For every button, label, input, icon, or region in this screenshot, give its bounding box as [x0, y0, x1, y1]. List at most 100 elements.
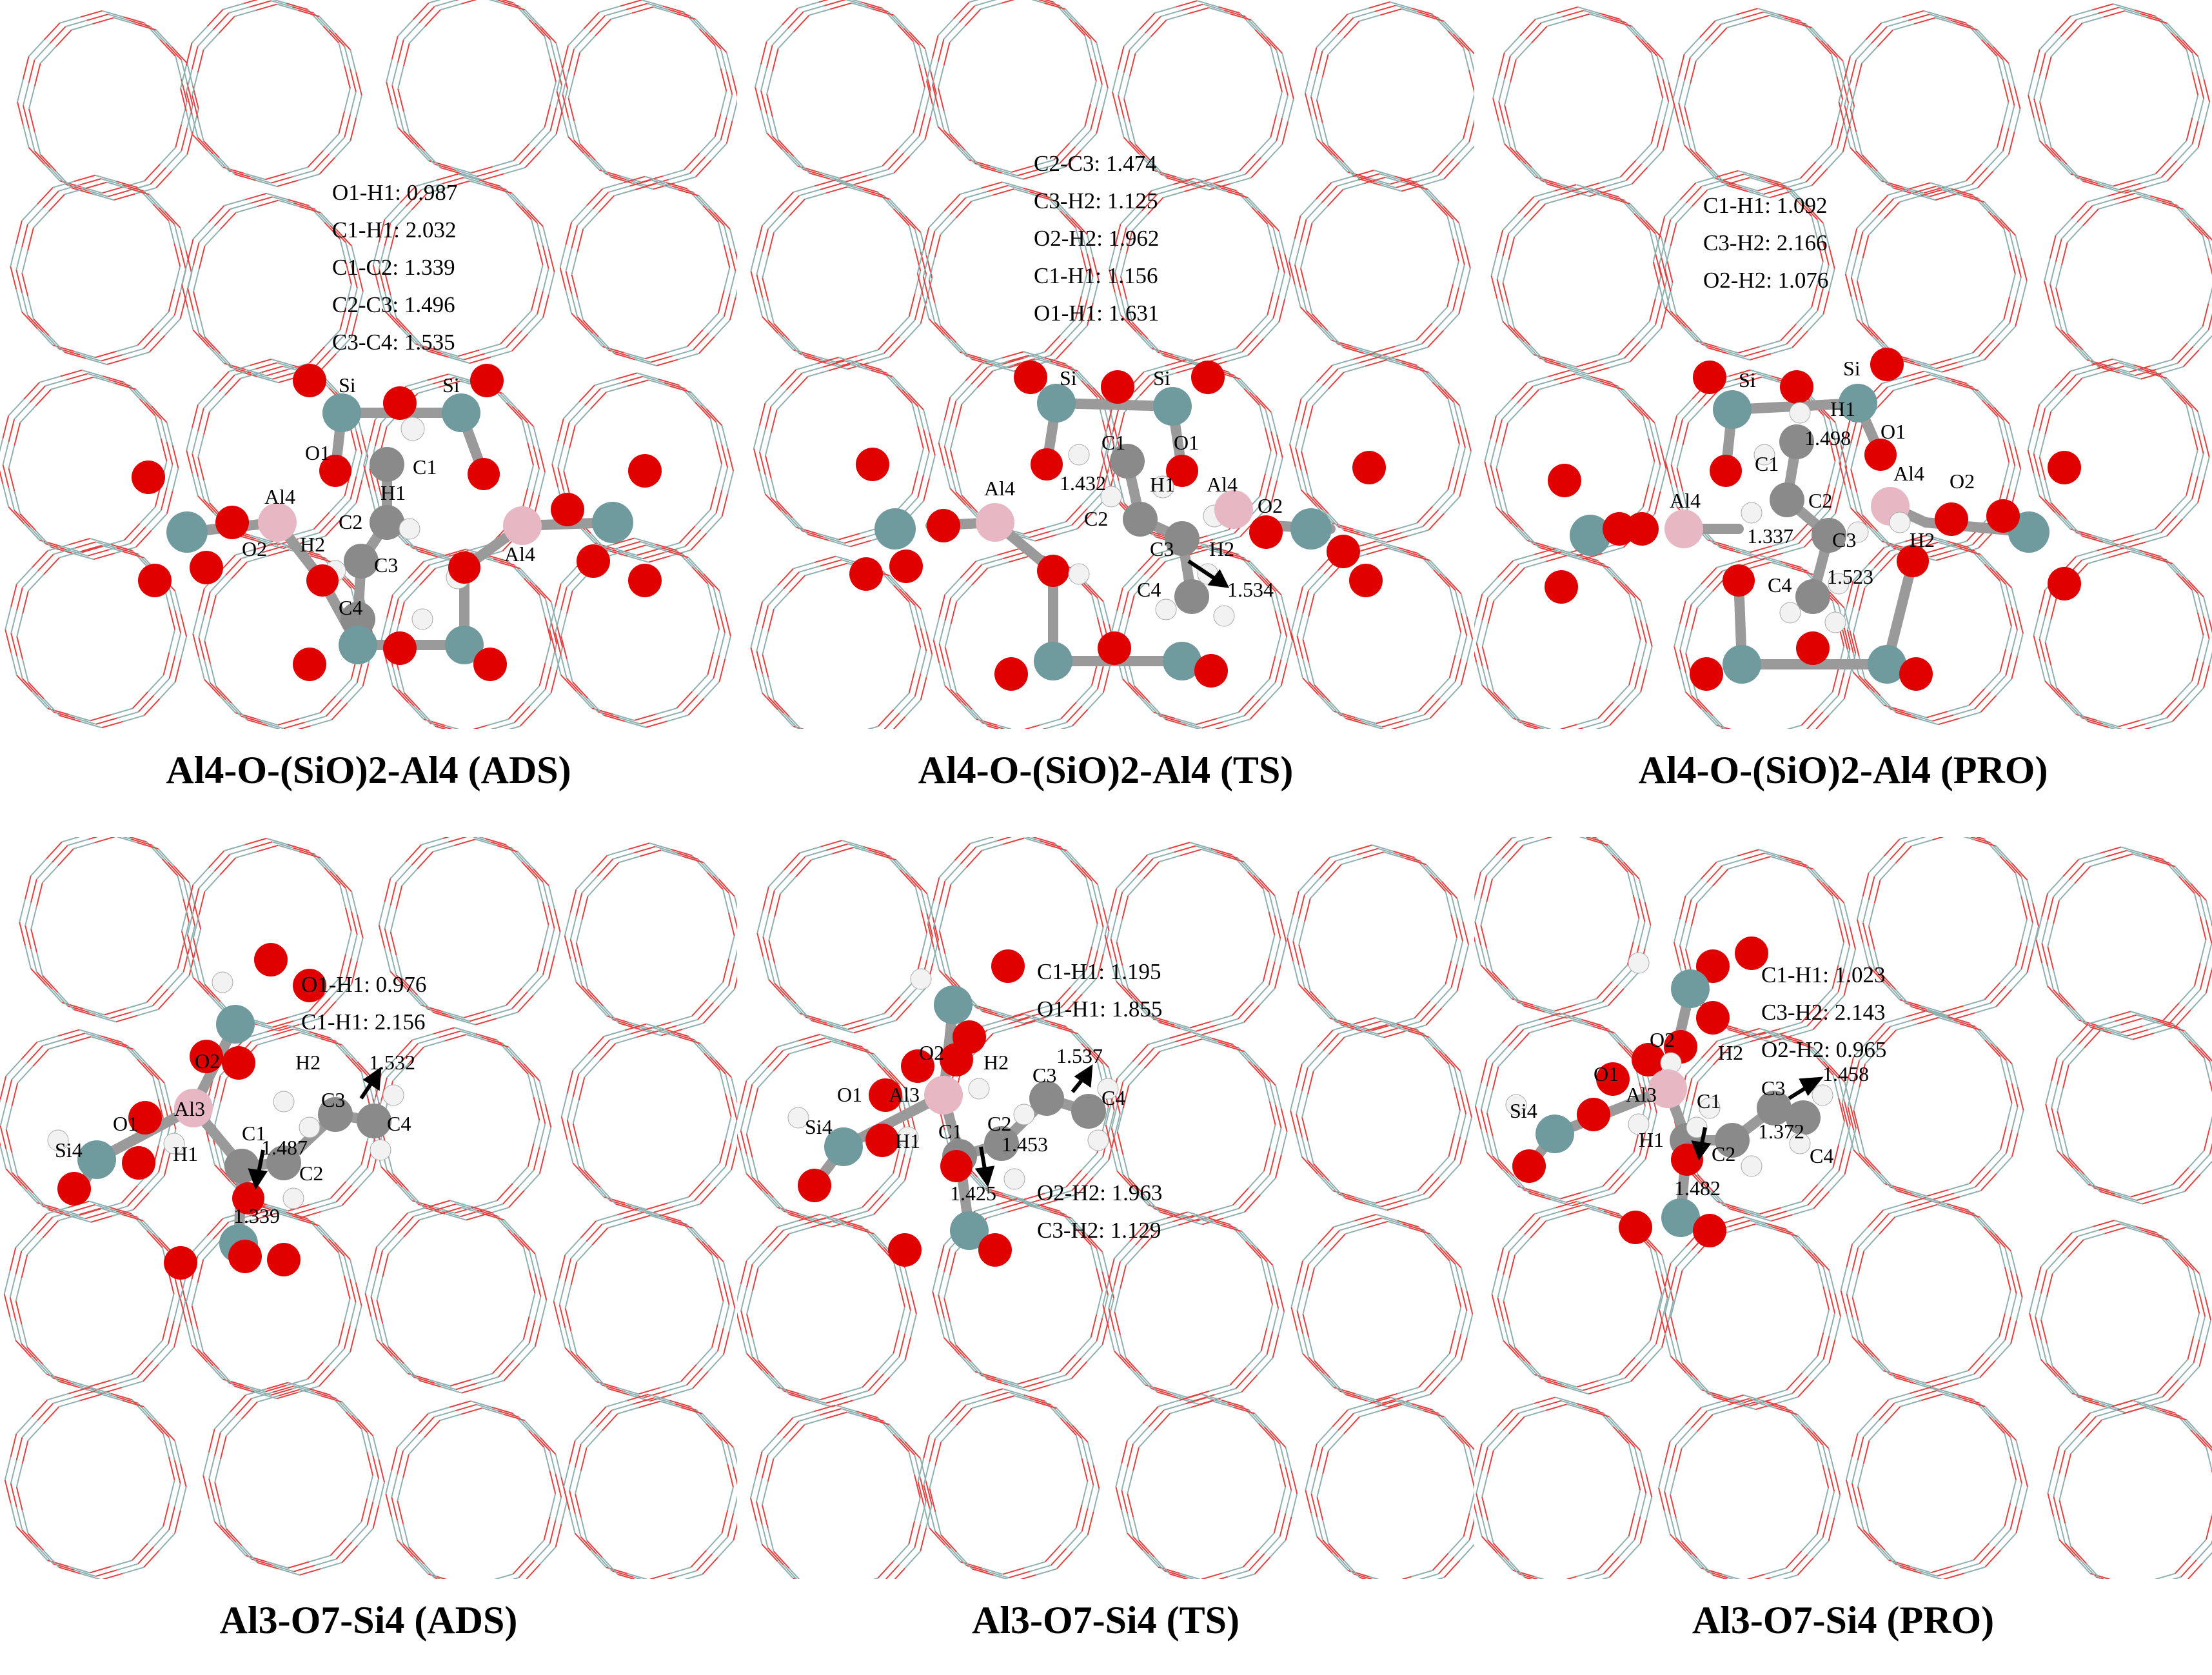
- framework-bond: [658, 378, 680, 386]
- framework-bond: [21, 1440, 29, 1464]
- framework-bond: [2182, 208, 2200, 226]
- framework-bond: [1120, 227, 1127, 251]
- framework-bond: [733, 949, 737, 963]
- framework-bond: [454, 1018, 476, 1026]
- framework-bond: [534, 1273, 542, 1297]
- framework-bond: [28, 681, 44, 700]
- framework-bond: [1002, 551, 1025, 560]
- framework-bond: [14, 402, 30, 420]
- framework-bond: [198, 961, 206, 985]
- framework-bond: [1410, 171, 1433, 179]
- framework-bond: [531, 288, 538, 311]
- framework-bond: [440, 166, 462, 175]
- framework-bond: [1259, 987, 1276, 1006]
- framework-bond: [1459, 424, 1466, 448]
- framework-bond: [1740, 376, 1763, 384]
- framework-bond: [572, 1053, 589, 1071]
- framework-bond: [143, 1220, 159, 1238]
- framework-bond: [943, 42, 951, 66]
- framework-bond: [315, 1035, 337, 1042]
- framework-bond: [1096, 904, 1104, 927]
- framework-bond: [535, 584, 552, 602]
- framework-bond: [1496, 256, 1504, 280]
- framework-bond: [299, 206, 321, 213]
- framework-bond: [1782, 546, 1805, 554]
- framework-bond: [549, 606, 556, 629]
- framework-bond: [1508, 237, 1516, 261]
- framework-bond: [192, 330, 210, 348]
- framework-bond: [1464, 268, 1471, 292]
- framework-bond: [1376, 717, 1398, 724]
- framework-bond: [1769, 191, 1791, 199]
- framework-bond: [418, 1560, 435, 1578]
- framework-bond: [581, 966, 589, 989]
- framework-bond: [53, 1396, 75, 1404]
- framework-bond: [28, 86, 35, 110]
- framework-bond: [442, 177, 464, 184]
- framework-bond: [1837, 672, 1845, 696]
- framework-bond: [782, 8, 798, 26]
- framework-bond: [608, 185, 630, 193]
- framework-bond: [1072, 709, 1089, 727]
- framework-bond: [1327, 145, 1345, 163]
- framework-bond: [595, 159, 611, 178]
- framework-bond: [724, 1116, 732, 1140]
- framework-bond: [293, 1564, 315, 1572]
- framework-bond: [1270, 46, 1278, 70]
- framework-bond: [669, 385, 691, 393]
- framework-bond: [2197, 124, 2205, 148]
- framework-bond: [1085, 877, 1092, 901]
- framework-bond: [111, 544, 133, 551]
- framework-bond: [355, 1282, 362, 1306]
- framework-bond: [898, 588, 916, 606]
- framework-bond: [698, 195, 715, 213]
- framework-bond: [1881, 377, 1904, 384]
- framework-bond: [1454, 632, 1462, 656]
- framework-bond: [1447, 398, 1455, 422]
- framework-bond: [1274, 633, 1282, 657]
- framework-bond: [90, 1215, 113, 1223]
- framework-bond: [976, 554, 998, 562]
- framework-bond: [1174, 717, 1197, 726]
- framework-bond: [1886, 19, 1909, 28]
- framework-bond: [1110, 938, 1118, 962]
- framework-bond: [1143, 1005, 1160, 1023]
- framework-bond: [904, 215, 922, 233]
- framework-bond: [1719, 382, 1741, 390]
- framework-bond: [8, 468, 15, 491]
- framework-bond: [1399, 1020, 1421, 1029]
- framework-bond: [1443, 21, 1460, 39]
- framework-bond: [21, 1323, 28, 1348]
- framework-bond: [1649, 230, 1656, 253]
- framework-bond: [291, 1215, 314, 1223]
- framework-bond: [601, 1413, 618, 1431]
- framework-bond: [1327, 189, 1344, 207]
- framework-bond: [674, 12, 696, 20]
- framework-bond: [911, 986, 928, 1004]
- framework-bond: [72, 376, 94, 384]
- framework-bond: [1691, 587, 1708, 605]
- framework-bond: [1081, 488, 1098, 506]
- framework-bond: [174, 591, 182, 614]
- framework-bond: [1023, 1016, 1046, 1024]
- framework-bond: [1372, 844, 1394, 852]
- framework-bond: [2139, 368, 2162, 375]
- framework-bond: [1984, 342, 2000, 361]
- framework-bond: [1131, 998, 1149, 1016]
- framework-bond: [1999, 649, 2007, 673]
- framework-bond: [702, 312, 719, 331]
- framework-bond: [1504, 82, 1511, 106]
- framework-bond: [723, 267, 731, 291]
- framework-bond: [469, 1014, 491, 1022]
- framework-bond: [2050, 684, 2067, 702]
- framework-bond: [1459, 37, 1474, 55]
- framework-bond: [1456, 918, 1464, 942]
- framework-bond: [555, 1474, 562, 1498]
- framework-bond: [155, 29, 172, 48]
- framework-bond: [1597, 190, 1619, 198]
- framework-bond: [1930, 358, 1952, 366]
- framework-bond: [1147, 197, 1164, 215]
- framework-bond: [2202, 303, 2209, 327]
- framework-bond: [30, 906, 38, 929]
- framework-bond: [817, 357, 839, 364]
